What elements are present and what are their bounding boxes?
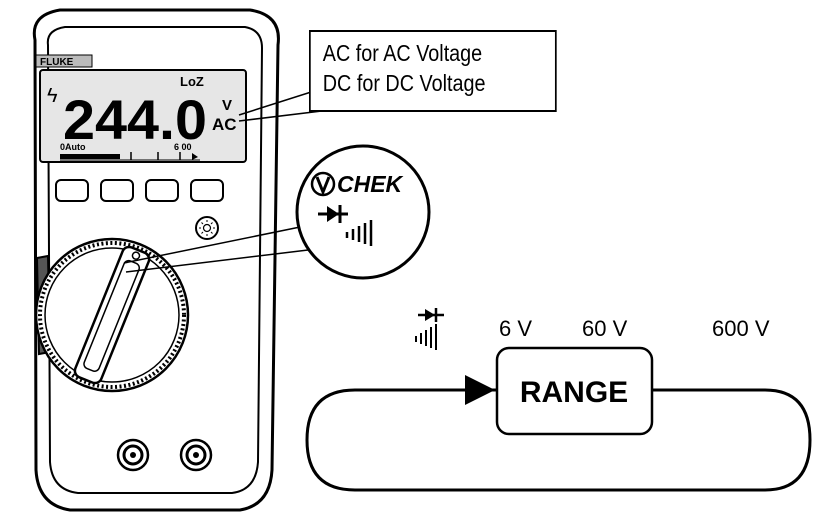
- range-button[interactable]: [495, 346, 654, 436]
- function-button-1[interactable]: [55, 179, 89, 202]
- ac-dc-callout: AC for AC Voltage DC for DC Voltage: [309, 30, 557, 112]
- function-button-2[interactable]: [100, 179, 134, 202]
- lcd-auto-label: 0Auto: [60, 142, 86, 152]
- range-step-6v: 6 V: [499, 316, 532, 341]
- range-step-600v: 600 V: [712, 316, 770, 341]
- diode-icon: [318, 205, 348, 223]
- sun-icon: [202, 223, 212, 233]
- callout-line-ac: AC for AC Voltage: [322, 40, 483, 66]
- dial-knurl: [38, 241, 186, 389]
- lcd-reading: 244.0: [63, 88, 207, 151]
- function-button-3[interactable]: [145, 179, 179, 202]
- lcd-bargraph: [60, 152, 200, 161]
- range-step-diode-continuity: [415, 308, 444, 350]
- vchek-magnifier: CHEK: [295, 144, 431, 280]
- vchek-label: CHEK: [337, 171, 404, 197]
- lcd-scale-label: 6 00: [174, 142, 192, 152]
- function-button-4[interactable]: [190, 179, 224, 202]
- brand-logo: FLUKE: [40, 57, 74, 68]
- range-cycle-diagram: RANGE 6 V 60 V 600 V: [305, 308, 812, 492]
- input-jack-voltage[interactable]: [179, 438, 213, 472]
- multimeter: FLUKE ϟ 244.0 LoZ V AC 0Auto 6 00: [32, 8, 280, 512]
- callout-line-dc: DC for DC Voltage: [322, 70, 486, 96]
- lcd-unit: V: [222, 97, 232, 114]
- brand-badge: [35, 54, 93, 68]
- continuity-beep-icon: [345, 220, 373, 246]
- range-step-60v: 60 V: [582, 316, 628, 341]
- lcd-screen: [39, 69, 247, 163]
- vchek-v-icon: [310, 171, 336, 197]
- lcd-mode: AC: [212, 115, 237, 134]
- range-cycle-loop: [305, 388, 812, 492]
- input-jack-common[interactable]: [116, 438, 150, 472]
- dial-pointer: [73, 245, 151, 385]
- magnifier-leader: [123, 225, 309, 273]
- lightning-icon: ϟ: [47, 85, 58, 107]
- backlight-button[interactable]: [195, 216, 219, 240]
- rotary-selector-dial[interactable]: [34, 237, 190, 393]
- range-button-label: RANGE: [520, 376, 628, 409]
- lcd-loz-label: LoZ: [180, 74, 204, 89]
